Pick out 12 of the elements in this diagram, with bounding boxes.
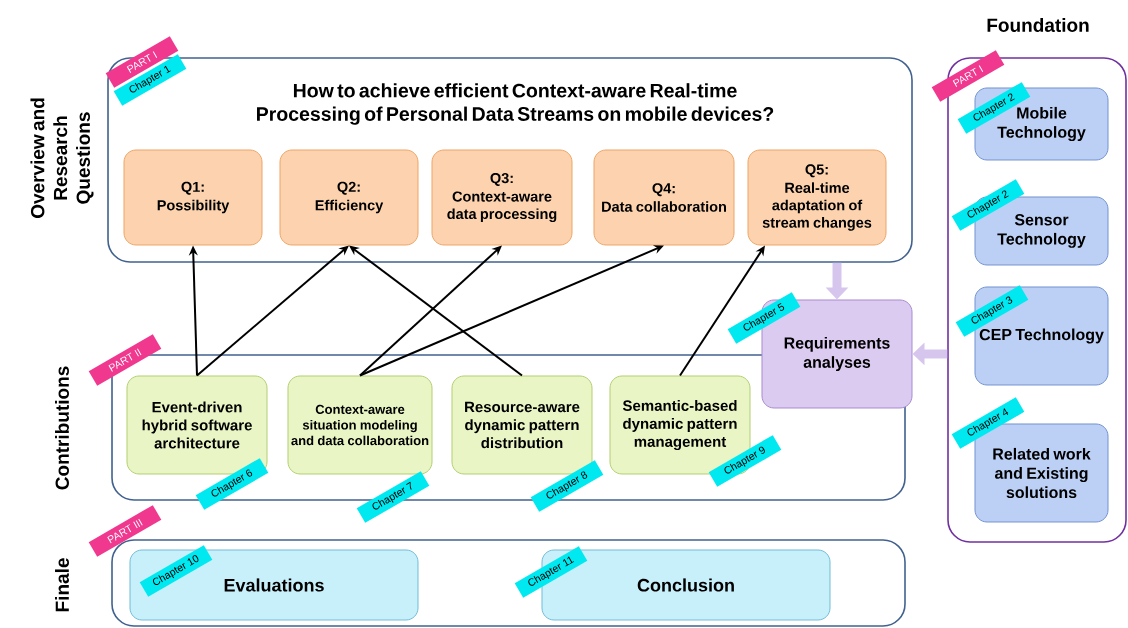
question-box: Q1: Possibility (123, 149, 263, 246)
section-label: Finale (55, 558, 69, 612)
section-heading: Foundation (987, 18, 1089, 32)
section-heading: How to achieve efficient Context-aware Real-time Processing of Personal Data Streams on mobile devices? (257, 83, 774, 125)
question-box: Q5: Real-time adaptation of stream changes (747, 149, 887, 246)
arrow (349, 245, 523, 377)
contribution-box: Context-aware situation modeling and data collaboration (287, 375, 433, 475)
question-box: Q4: Data collaboration (593, 149, 735, 246)
question-box: Q2: Efficiency (279, 149, 419, 246)
section-label: Overview and Research Questions (30, 98, 94, 218)
section-label: Contributions (55, 366, 69, 490)
question-box: Q3: Context-aware data processing (431, 149, 573, 246)
